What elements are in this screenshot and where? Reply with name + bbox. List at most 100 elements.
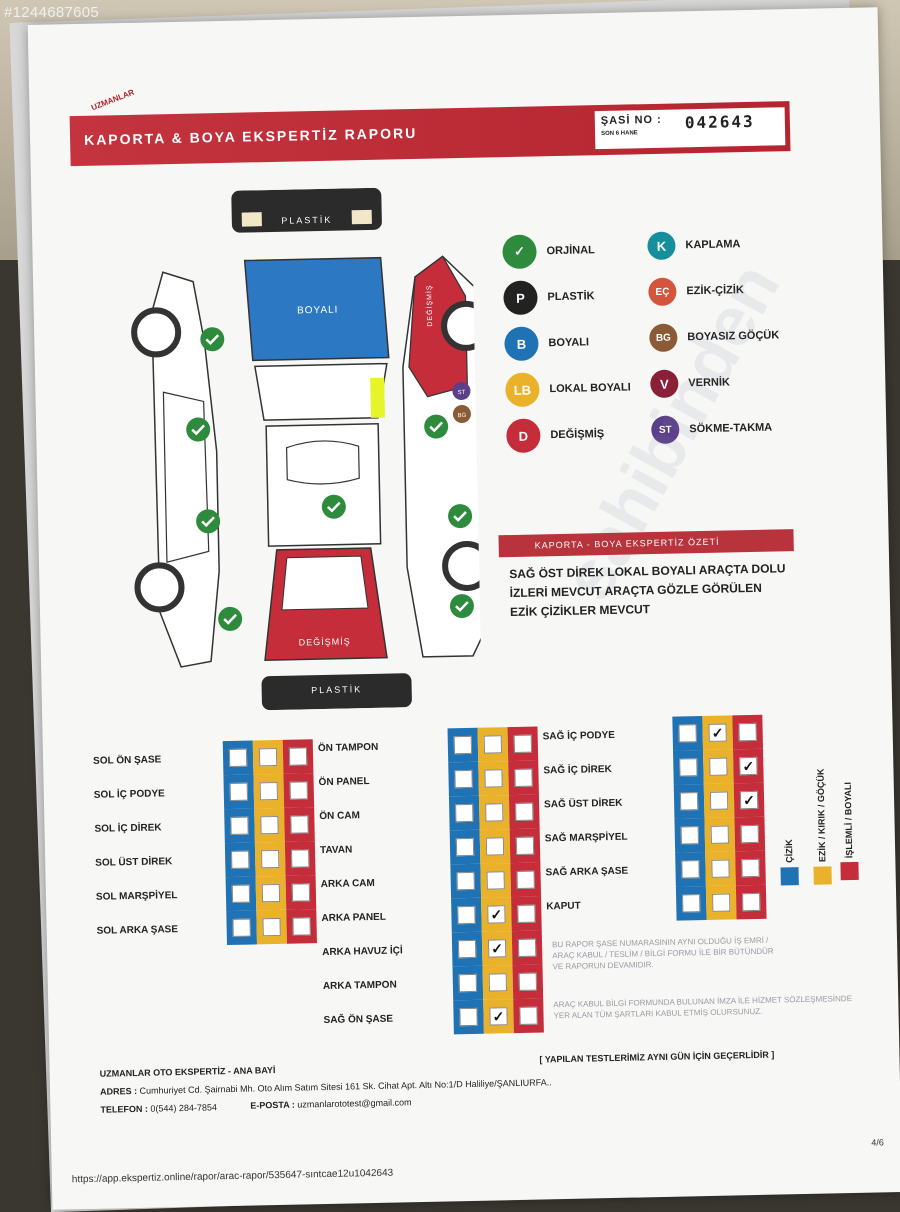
checkbox[interactable]: ✓	[487, 939, 507, 958]
part-label: KAPUT	[546, 900, 581, 912]
footer-tests: [ YAPILAN TESTLERİMİZ AYNI GÜN İÇİN GEÇE…	[539, 1049, 775, 1065]
hood-label: BOYALI	[297, 305, 339, 317]
checkbox[interactable]	[709, 791, 729, 810]
checkbox[interactable]	[288, 747, 308, 766]
checkbox[interactable]	[680, 826, 699, 845]
part-row: ARKA HAVUZ İÇİ ✓	[322, 930, 543, 969]
checkbox[interactable]	[711, 859, 730, 878]
checkbox-cell: ✓	[733, 748, 764, 784]
checkbox-cell	[705, 851, 736, 887]
checkbox[interactable]	[455, 803, 474, 823]
checkbox[interactable]	[517, 938, 537, 957]
checkbox[interactable]	[483, 735, 503, 754]
checkbox[interactable]: ✓	[739, 790, 759, 810]
checkbox-cell	[513, 998, 544, 1034]
checkbox[interactable]	[261, 883, 281, 903]
checkbox[interactable]	[740, 824, 759, 844]
checkbox[interactable]	[229, 782, 248, 801]
legend-boyali: B BOYALI	[504, 325, 589, 362]
checkbox[interactable]	[519, 1006, 538, 1025]
checkbox[interactable]	[291, 883, 311, 902]
part-label: SAĞ ÜST DİREK	[544, 797, 623, 810]
checkbox[interactable]	[292, 917, 311, 936]
checkbox[interactable]	[289, 781, 308, 800]
checkbox[interactable]	[230, 816, 249, 835]
checkbox[interactable]	[518, 972, 538, 991]
checkbox-cell	[479, 829, 511, 864]
checkbox-cell	[480, 863, 512, 898]
checkbox[interactable]	[513, 734, 533, 754]
checkbox[interactable]	[454, 769, 473, 789]
report-page: UZMANLAR KAPORTA & BOYA EKSPERTİZ RAPORU…	[27, 7, 900, 1210]
checkbox-cell	[254, 841, 286, 877]
checkbox[interactable]	[455, 837, 475, 857]
checkbox[interactable]	[488, 973, 508, 992]
logo-text: UZMANLAR	[89, 87, 136, 113]
checkbox[interactable]	[515, 836, 535, 855]
checkbox[interactable]	[291, 849, 310, 868]
checkbox[interactable]: ✓	[708, 723, 727, 742]
part-row: ARKA CAM	[320, 862, 542, 901]
checkbox[interactable]	[484, 769, 503, 788]
svg-text:ST: ST	[458, 390, 466, 396]
checkbox[interactable]	[258, 747, 278, 767]
checkbox[interactable]	[678, 724, 697, 743]
checkbox[interactable]	[712, 893, 731, 912]
chassis-sub: SON 6 HANE	[601, 130, 638, 138]
part-row: SAĞ İÇ PODYE✓	[542, 714, 764, 754]
part-label: SOL İÇ DİREK	[94, 821, 162, 835]
checkbox[interactable]	[679, 792, 699, 811]
checkbox-cell	[673, 750, 704, 785]
checkbox[interactable]: ✓	[487, 905, 506, 924]
checkbox[interactable]	[679, 758, 698, 777]
checkbox[interactable]	[742, 892, 761, 912]
checkbox-cell	[508, 760, 539, 796]
checkbox[interactable]	[485, 803, 504, 822]
roof	[265, 423, 382, 547]
checkbox[interactable]	[261, 849, 280, 869]
checkbox-cell	[224, 808, 255, 844]
checkbox[interactable]	[738, 722, 757, 742]
checkbox[interactable]	[741, 858, 760, 878]
checkbox[interactable]	[517, 904, 536, 923]
checkbox[interactable]	[485, 837, 505, 856]
checkbox[interactable]	[710, 825, 729, 844]
checkbox[interactable]	[260, 815, 279, 835]
checkbox-cell	[254, 807, 285, 843]
checkbox[interactable]	[231, 884, 251, 903]
badge-st	[452, 382, 471, 401]
checkbox[interactable]	[709, 757, 728, 776]
checkbox[interactable]	[232, 918, 251, 937]
checkbox[interactable]	[453, 735, 473, 755]
part-label: ARKA HAVUZ İÇİ	[322, 944, 403, 958]
checkbox[interactable]	[290, 815, 309, 834]
checkbox[interactable]	[515, 802, 534, 821]
checkbox[interactable]	[516, 870, 535, 889]
checkbox[interactable]	[682, 894, 701, 913]
checkbox-cell	[507, 726, 539, 762]
checkbox-cell	[510, 862, 542, 898]
checkbox[interactable]	[231, 850, 250, 869]
checkbox[interactable]	[486, 871, 505, 890]
checkbox[interactable]	[459, 1007, 478, 1027]
checkbox[interactable]	[457, 905, 476, 925]
checkbox-cell	[732, 714, 764, 750]
checkbox[interactable]	[456, 871, 475, 891]
checkbox[interactable]	[457, 939, 477, 959]
checkbox[interactable]	[681, 860, 700, 879]
part-row: SOL ÜST DİREK	[95, 841, 316, 880]
checkbox-cell	[703, 783, 735, 819]
checkbox-cell	[283, 773, 315, 808]
checkbox[interactable]	[458, 973, 478, 993]
part-row: SOL ARKA ŞASE	[96, 909, 317, 948]
checkbox[interactable]: ✓	[739, 756, 758, 776]
checkbox-cell	[450, 863, 482, 899]
checkbox[interactable]: ✓	[489, 1007, 508, 1026]
checkbox-cell	[449, 829, 481, 865]
checkbox[interactable]	[228, 748, 248, 767]
checkbox[interactable]	[262, 917, 281, 937]
checkbox[interactable]	[514, 768, 533, 787]
checkbox-cell	[252, 739, 284, 775]
checkbox[interactable]	[259, 781, 278, 801]
checkbox-cell	[285, 875, 317, 910]
